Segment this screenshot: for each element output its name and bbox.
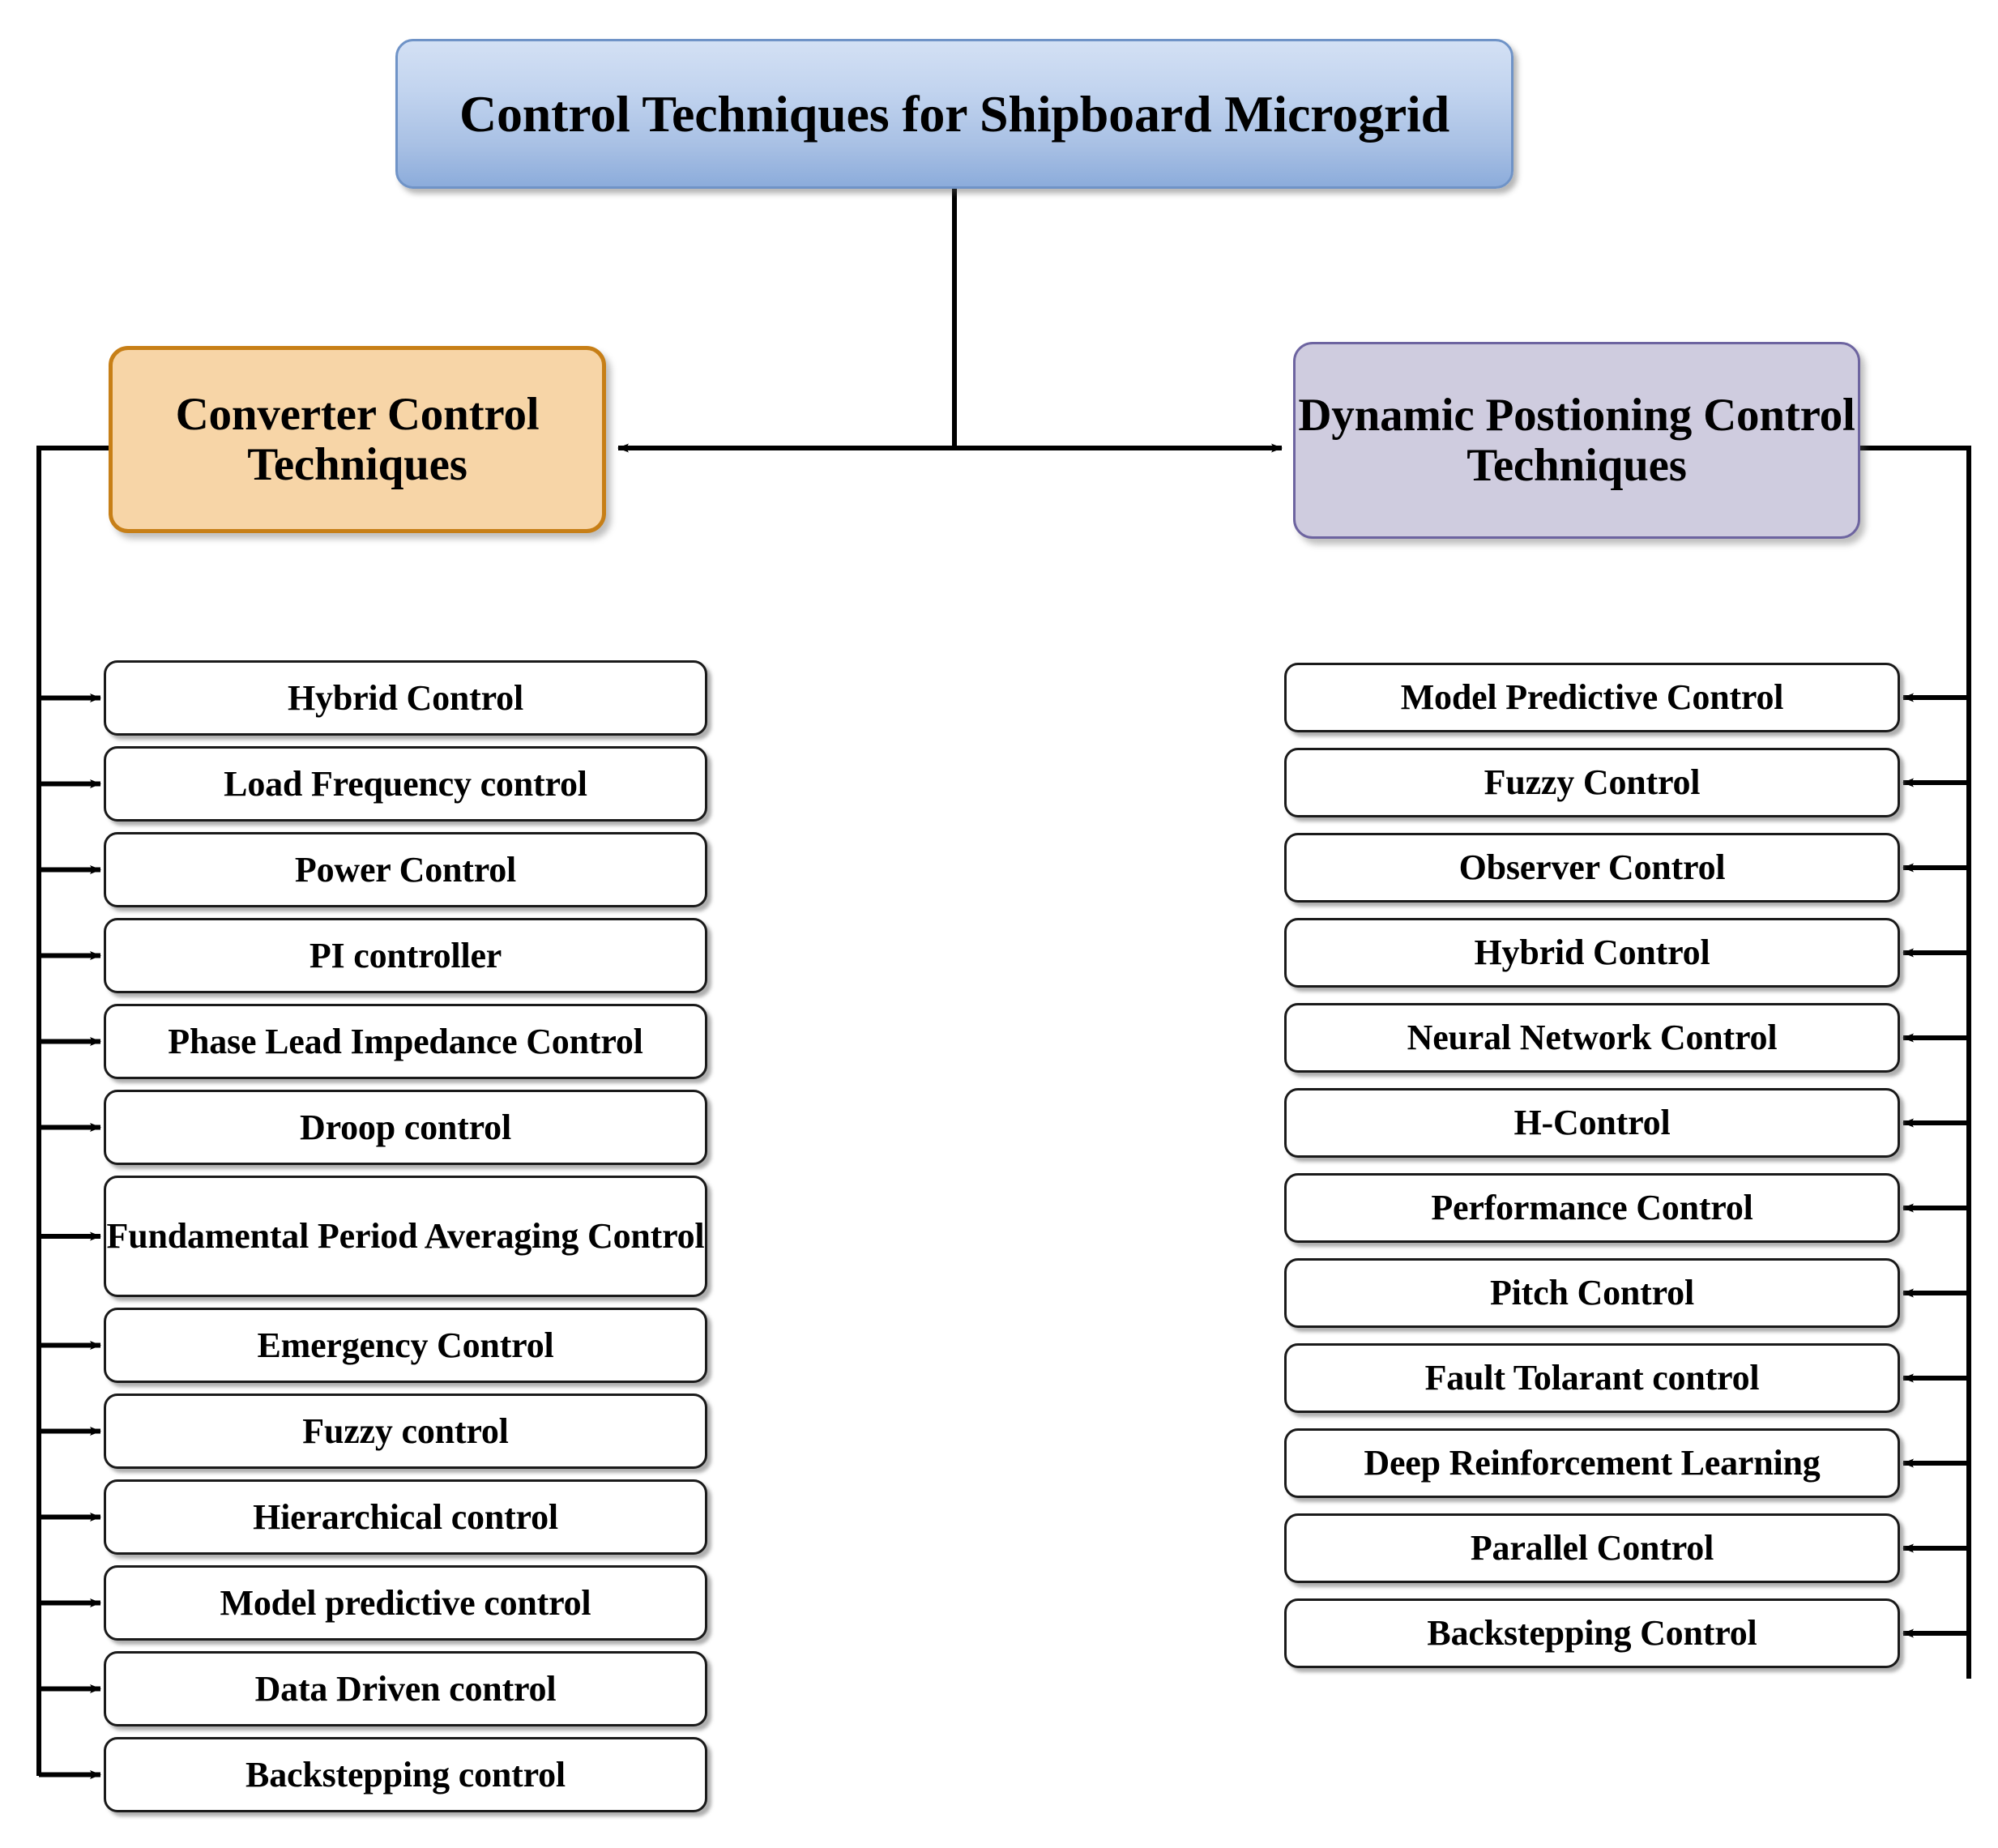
converter-item-9[interactable]: Hierarchical control bbox=[104, 1479, 707, 1555]
converter-item-11[interactable]: Data Driven control bbox=[104, 1651, 707, 1726]
dp-item-6[interactable]: Performance Control bbox=[1284, 1173, 1900, 1243]
branch-head-dynamic-positioning-label: Dynamic Postioning Control Techniques bbox=[1298, 389, 1855, 491]
converter-item-5[interactable]: Droop control bbox=[104, 1090, 707, 1165]
dp-item-4-label: Neural Network Control bbox=[1407, 1018, 1778, 1058]
converter-item-12-label: Backstepping control bbox=[245, 1754, 566, 1795]
right-branch-arrows bbox=[1902, 693, 1969, 1638]
dp-item-8[interactable]: Fault Tolarant control bbox=[1284, 1343, 1900, 1413]
branch-head-converter-label: Converter Control Techniques bbox=[175, 388, 540, 490]
converter-item-1-label: Load Frequency control bbox=[224, 763, 587, 804]
converter-item-0[interactable]: Hybrid Control bbox=[104, 660, 707, 736]
dp-item-5[interactable]: H-Control bbox=[1284, 1088, 1900, 1158]
converter-item-6[interactable]: Fundamental Period Averaging Control bbox=[104, 1176, 707, 1297]
dp-item-3[interactable]: Hybrid Control bbox=[1284, 918, 1900, 988]
dp-item-0[interactable]: Model Predictive Control bbox=[1284, 663, 1900, 732]
converter-item-12[interactable]: Backstepping control bbox=[104, 1737, 707, 1812]
converter-item-4-label: Phase Lead Impedance Control bbox=[168, 1021, 643, 1061]
converter-item-11-label: Data Driven control bbox=[254, 1668, 557, 1709]
converter-item-0-label: Hybrid Control bbox=[288, 677, 523, 718]
dp-item-2[interactable]: Observer Control bbox=[1284, 833, 1900, 903]
converter-item-2[interactable]: Power Control bbox=[104, 832, 707, 907]
root-node[interactable]: Control Techniques for Shipboard Microgr… bbox=[395, 39, 1513, 189]
branch-head-dynamic-positioning[interactable]: Dynamic Postioning Control Techniques bbox=[1293, 342, 1860, 539]
converter-item-9-label: Hierarchical control bbox=[253, 1496, 558, 1537]
branch-head-converter[interactable]: Converter Control Techniques bbox=[109, 346, 606, 533]
converter-item-4[interactable]: Phase Lead Impedance Control bbox=[104, 1004, 707, 1079]
left-trunk bbox=[36, 446, 109, 1776]
dp-item-1-label: Fuzzy Control bbox=[1484, 762, 1701, 803]
dp-item-9[interactable]: Deep Reinforcement Learning bbox=[1284, 1428, 1900, 1498]
converter-item-3[interactable]: PI controller bbox=[104, 918, 707, 993]
converter-item-7[interactable]: Emergency Control bbox=[104, 1308, 707, 1383]
right-trunk bbox=[1860, 446, 1971, 1679]
root-to-branches-connector bbox=[617, 189, 1283, 453]
converter-item-8-label: Fuzzy control bbox=[302, 1411, 509, 1451]
dp-item-6-label: Performance Control bbox=[1431, 1188, 1753, 1228]
converter-item-10-label: Model predictive control bbox=[220, 1582, 591, 1623]
converter-item-7-label: Emergency Control bbox=[257, 1325, 554, 1365]
dp-item-7[interactable]: Pitch Control bbox=[1284, 1258, 1900, 1328]
dp-item-5-label: H-Control bbox=[1513, 1103, 1671, 1143]
dp-item-8-label: Fault Tolarant control bbox=[1424, 1358, 1760, 1398]
converter-item-1[interactable]: Load Frequency control bbox=[104, 746, 707, 822]
converter-item-6-label: Fundamental Period Averaging Control bbox=[106, 1216, 705, 1257]
dp-item-11-label: Backstepping Control bbox=[1427, 1613, 1757, 1654]
dp-item-1[interactable]: Fuzzy Control bbox=[1284, 748, 1900, 817]
converter-item-8[interactable]: Fuzzy control bbox=[104, 1393, 707, 1469]
dp-item-7-label: Pitch Control bbox=[1489, 1273, 1694, 1313]
dp-item-9-label: Deep Reinforcement Learning bbox=[1364, 1443, 1821, 1483]
dp-item-4[interactable]: Neural Network Control bbox=[1284, 1003, 1900, 1073]
converter-item-10[interactable]: Model predictive control bbox=[104, 1565, 707, 1641]
dp-item-0-label: Model Predictive Control bbox=[1400, 677, 1784, 718]
converter-item-3-label: PI controller bbox=[309, 935, 502, 975]
dp-item-10-label: Parallel Control bbox=[1470, 1528, 1714, 1568]
dp-item-10[interactable]: Parallel Control bbox=[1284, 1513, 1900, 1583]
left-branch-arrows bbox=[39, 694, 101, 1779]
dp-item-2-label: Observer Control bbox=[1458, 847, 1726, 888]
dp-item-3-label: Hybrid Control bbox=[1474, 933, 1710, 973]
dp-item-11[interactable]: Backstepping Control bbox=[1284, 1598, 1900, 1668]
converter-item-5-label: Droop control bbox=[300, 1107, 511, 1147]
converter-item-2-label: Power Control bbox=[294, 849, 517, 890]
